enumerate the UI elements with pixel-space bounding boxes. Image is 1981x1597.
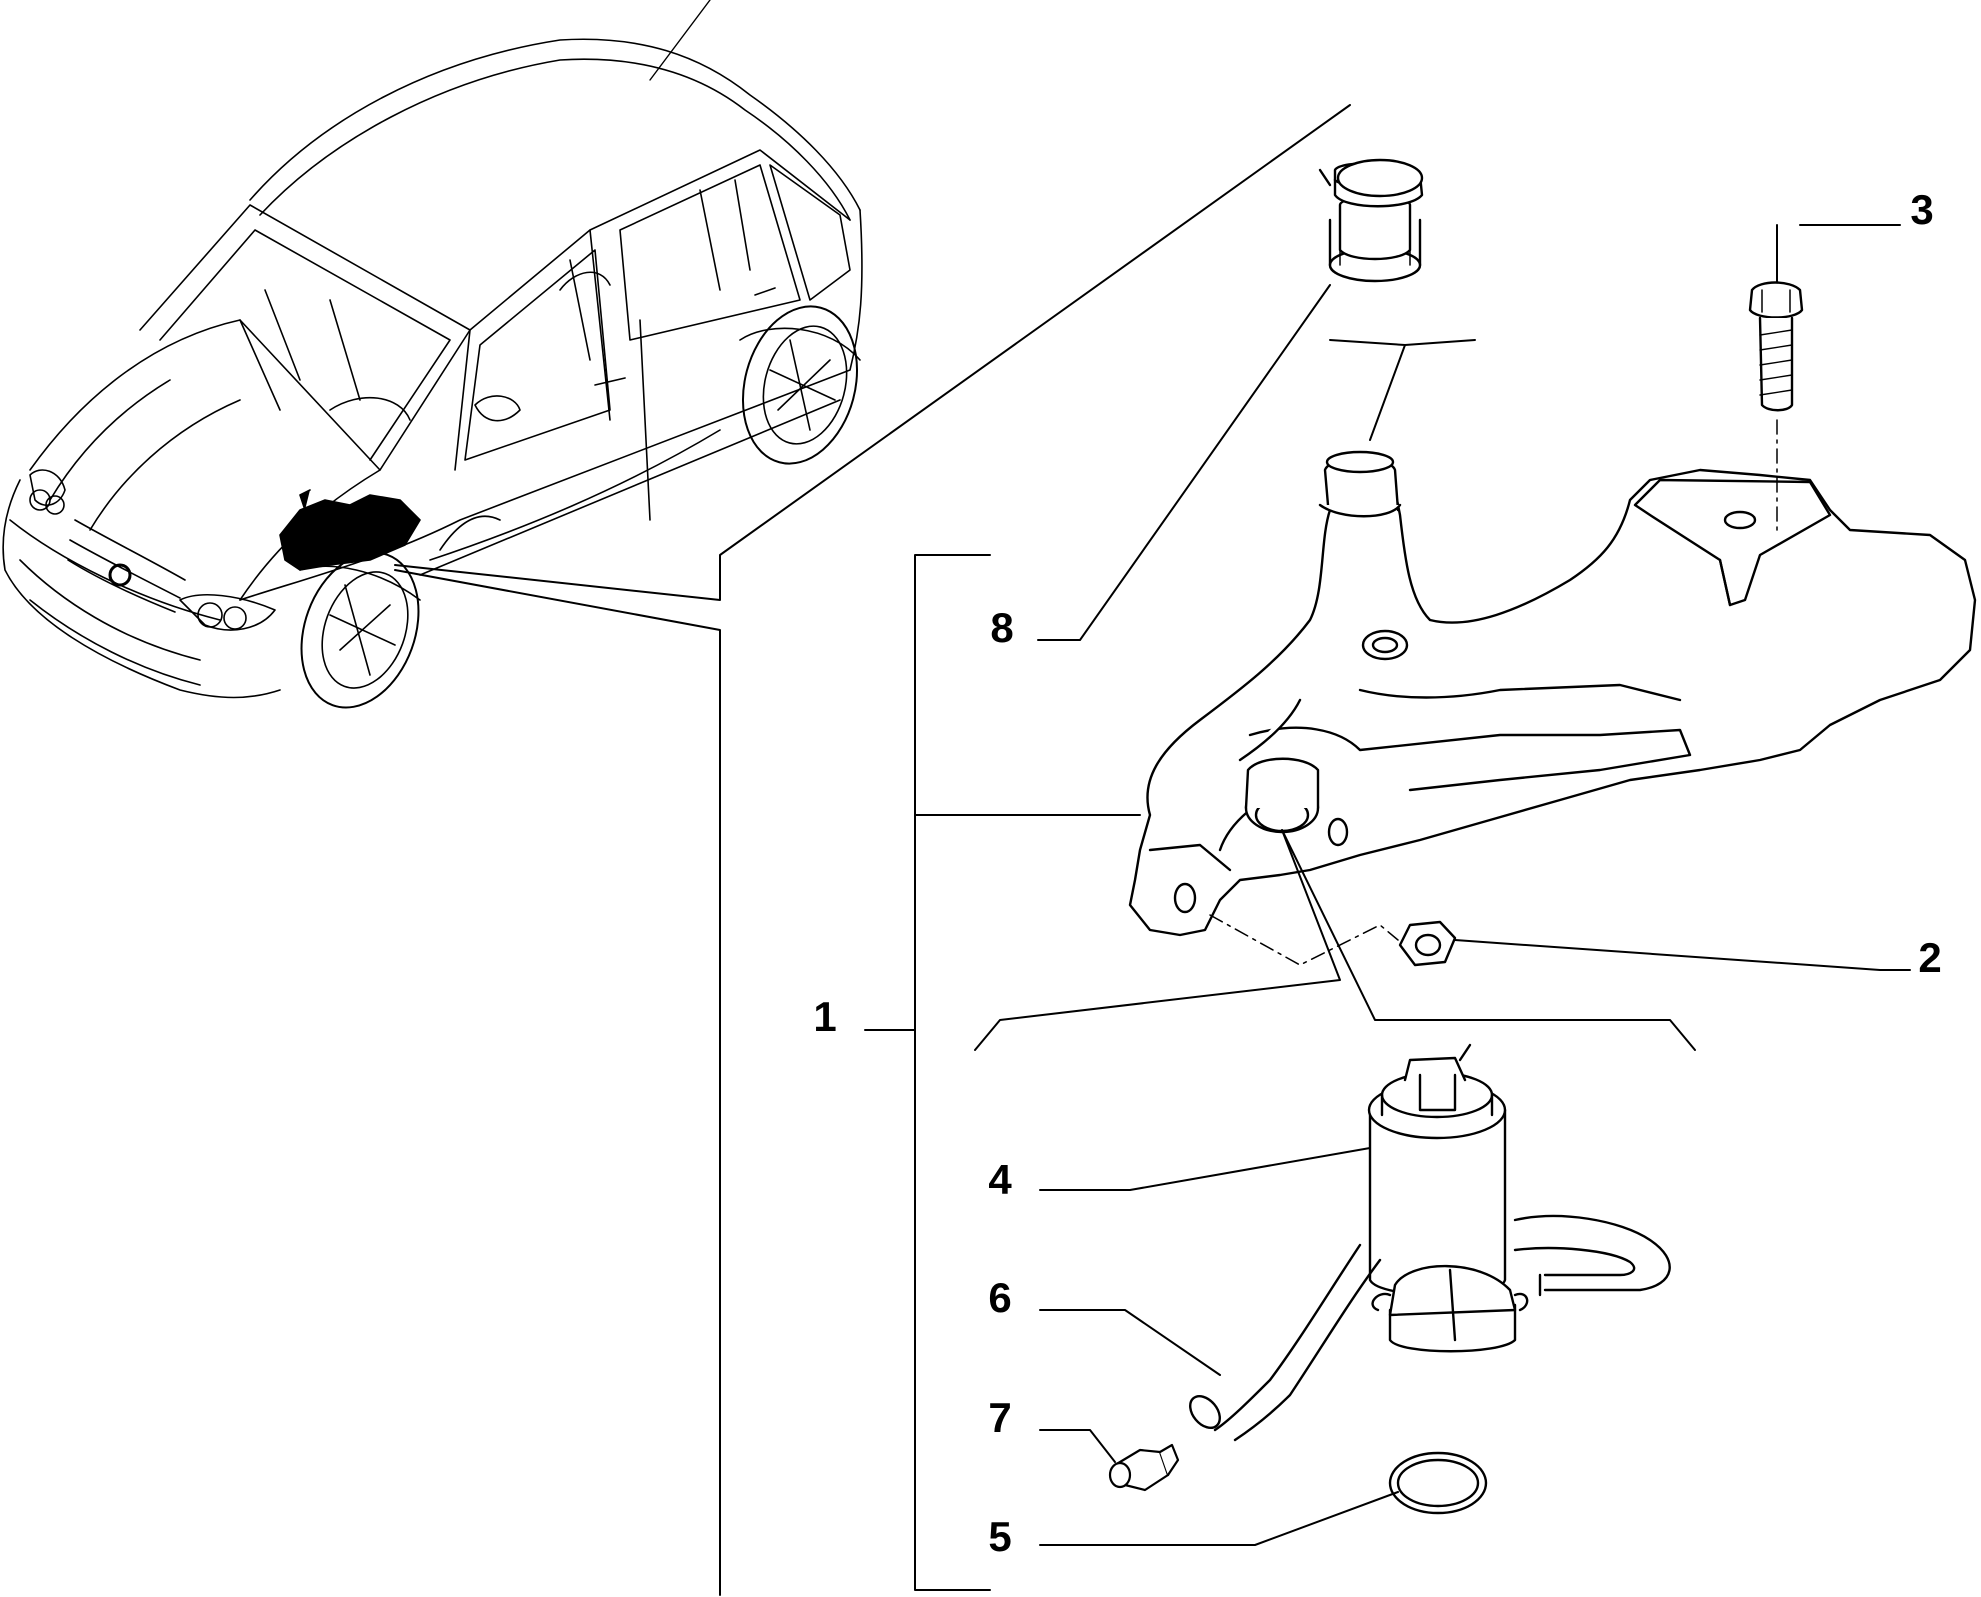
pump-bracket-lines — [974, 829, 1696, 1051]
frame-lines — [394, 104, 1351, 1596]
cap-to-neck-lines — [1329, 339, 1476, 441]
leader-5 — [1039, 1491, 1399, 1546]
callout-label-1: 1 — [813, 993, 837, 1040]
callout-leaders — [1037, 224, 1911, 1546]
leader-7 — [1039, 1429, 1116, 1463]
washer-pump — [1367, 1043, 1671, 1353]
callout-label-4: 4 — [988, 1156, 1012, 1203]
callout-label-3: 3 — [1910, 186, 1934, 233]
nut-axis-line — [1209, 914, 1399, 966]
seal-ring — [1388, 1451, 1488, 1515]
callout-label-6: 6 — [988, 1274, 1012, 1321]
leader-4 — [1039, 1147, 1371, 1191]
leader-2 — [1454, 939, 1911, 971]
callout-label-5: 5 — [988, 1513, 1012, 1560]
vehicle-illustration — [2, 0, 863, 709]
callout-label-7: 7 — [988, 1394, 1012, 1441]
nut — [1398, 920, 1457, 967]
leader-8 — [1037, 284, 1331, 641]
filler-cap — [1318, 158, 1424, 283]
leader-6 — [1039, 1309, 1221, 1376]
callout-label-2: 2 — [1918, 934, 1942, 981]
hose — [1189, 1243, 1382, 1442]
washer-reservoir — [1128, 450, 1977, 937]
bolt — [1748, 281, 1804, 412]
callout-label-8: 8 — [990, 604, 1014, 651]
fitting — [1108, 1443, 1180, 1492]
